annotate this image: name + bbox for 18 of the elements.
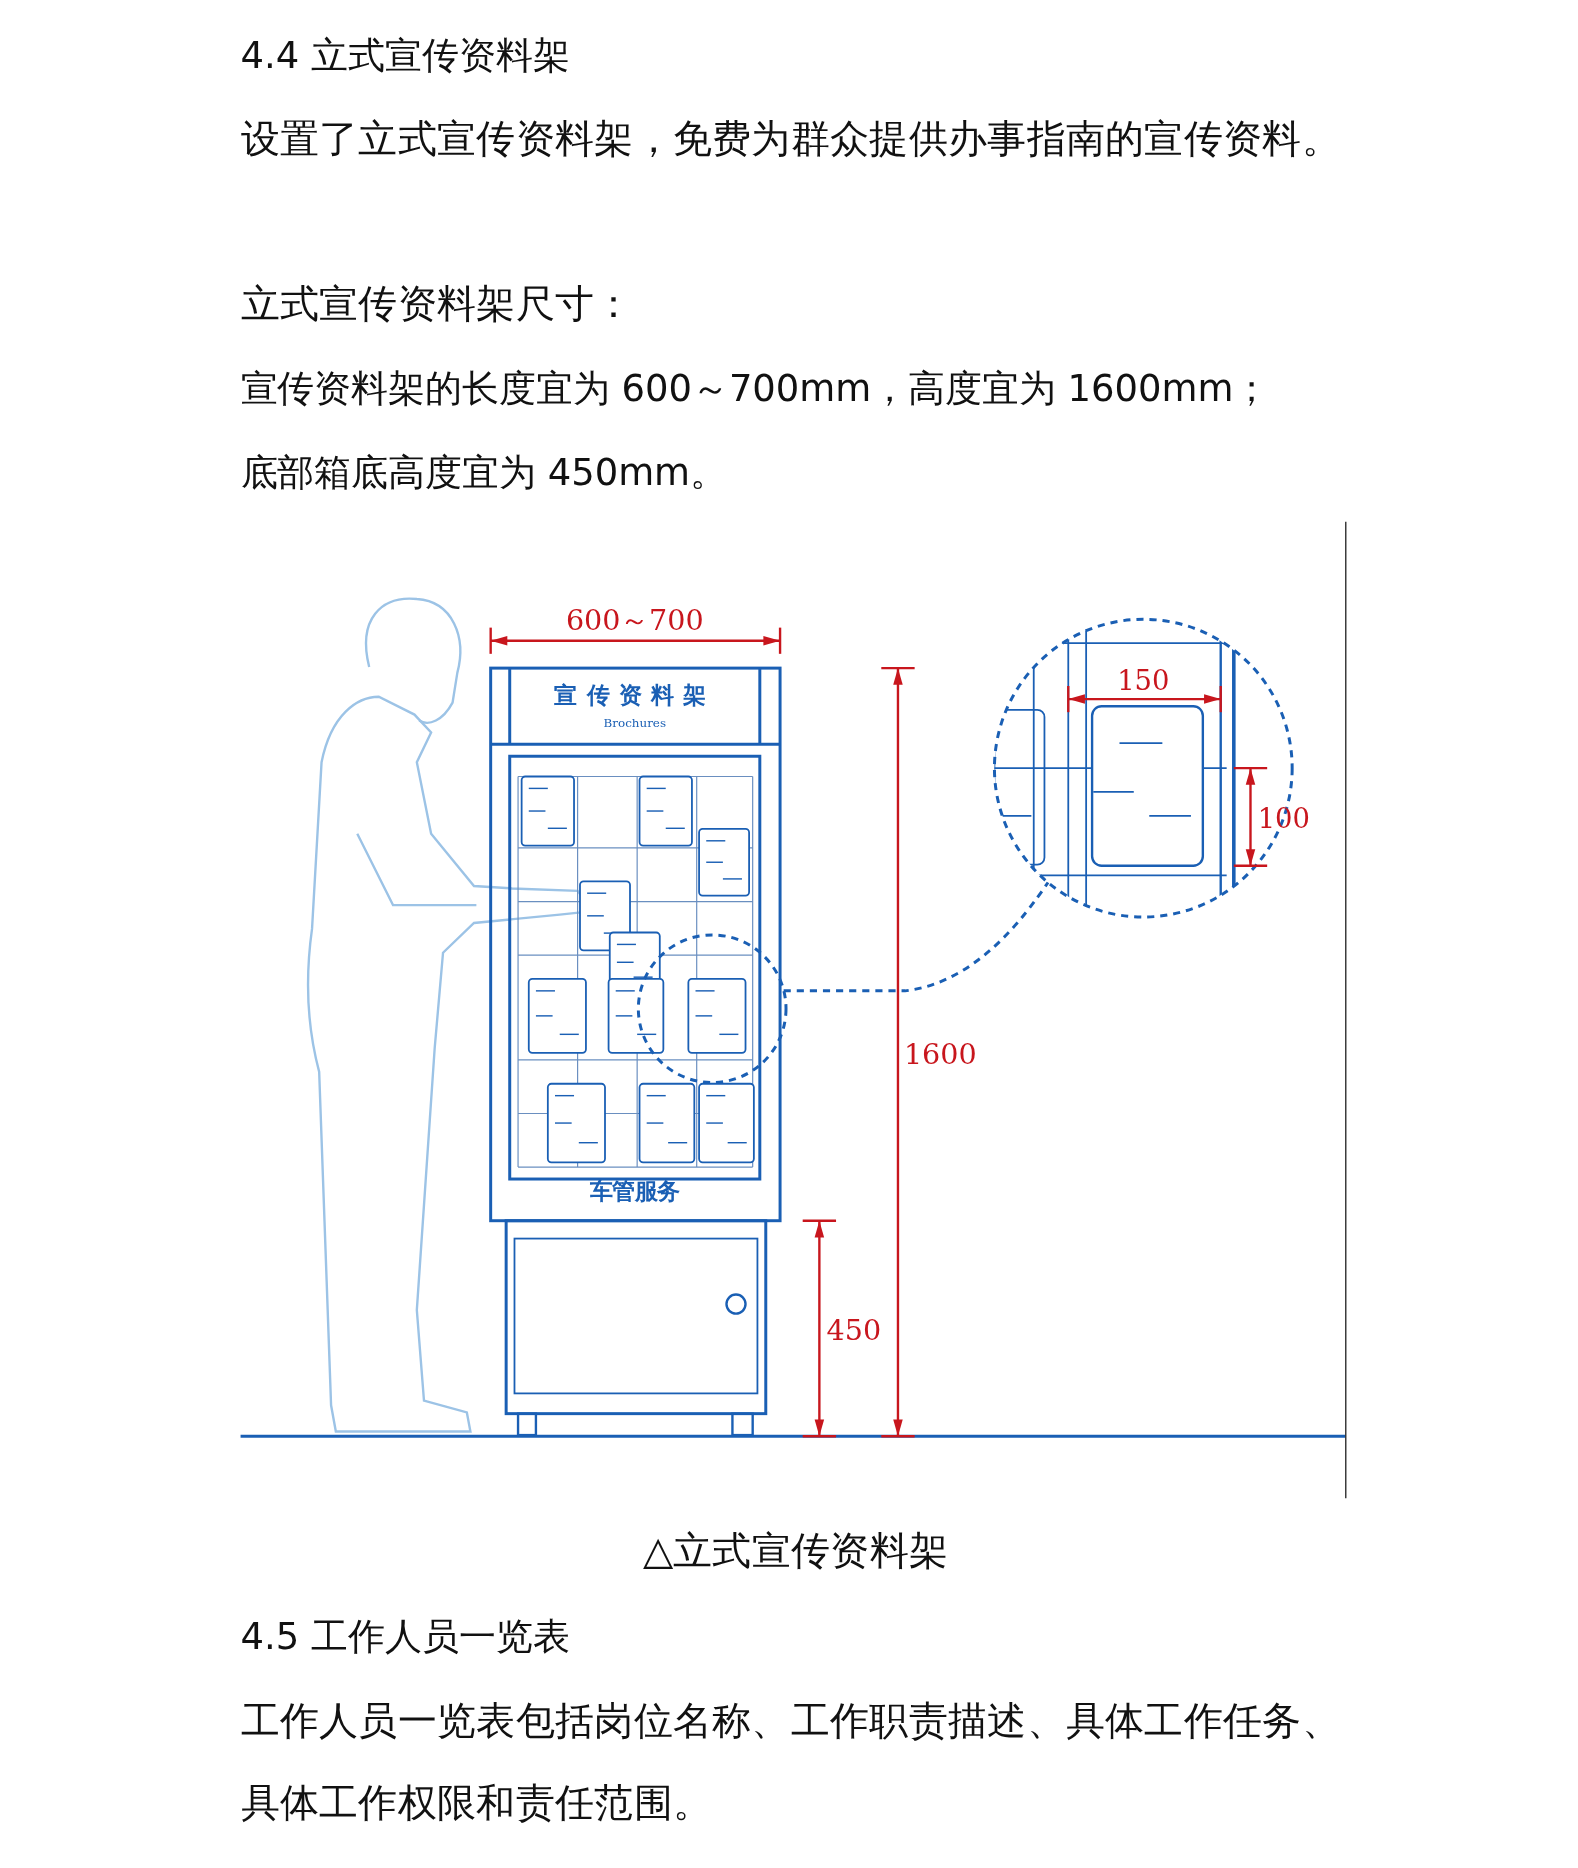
dimension-label: 450 [826, 1313, 882, 1347]
dimension-label: 1600 [903, 1037, 977, 1071]
paragraph: 设置了立式宣传资料架，免费为群众提供办事指南的宣传资料。 [240, 114, 1342, 164]
leader-line [783, 881, 1050, 993]
dimension-label: 150 [1117, 664, 1170, 696]
cabinet-footer-text: 车管服务 [589, 1176, 681, 1207]
paragraph: 工作人员一览表包括岗位名称、工作职责描述、具体工作任务、具体工作权限和责任范围。 [240, 1696, 1342, 1828]
cabinet-title: 宣传资料架 [554, 680, 716, 710]
dimension-label: 100 [1257, 802, 1310, 834]
section-heading: 4.5 工作人员一览表 [240, 1613, 570, 1660]
section-heading: 4.4 立式宣传资料架 [240, 32, 570, 79]
dimension-label: 600～700 [565, 602, 704, 640]
detail-circle [636, 933, 788, 1085]
paragraph: 底部箱底高度宜为 450mm。 [240, 449, 727, 496]
cabinet-subtitle: Brochures [603, 716, 666, 730]
paragraph: 立式宣传资料架尺寸： [240, 279, 634, 329]
paragraph: 宣传资料架的长度宜为 600～700mm，高度宜为 1600mm； [240, 365, 1271, 412]
figure-caption: △立式宣传资料架 [642, 1526, 949, 1576]
